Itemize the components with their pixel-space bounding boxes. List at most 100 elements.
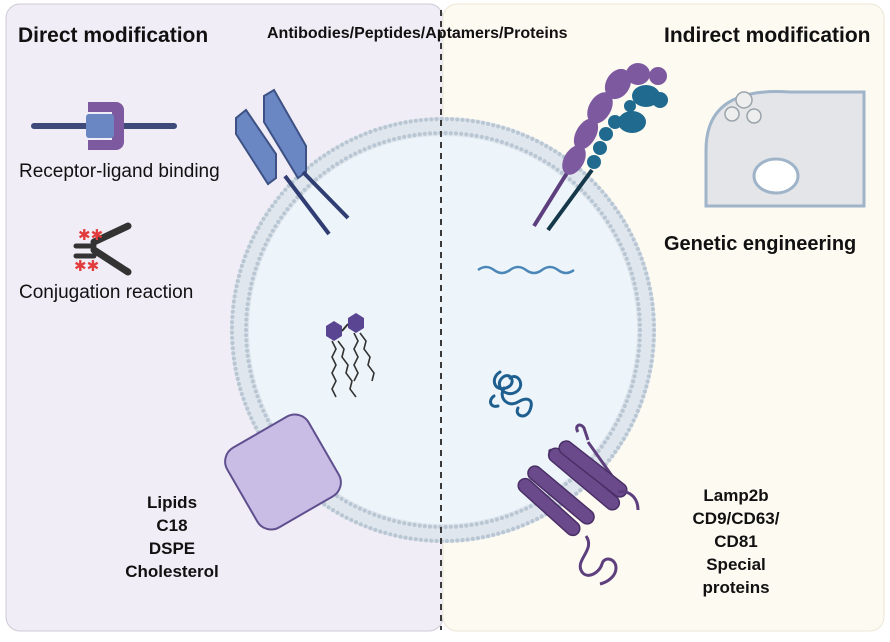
lipid-head [520,523,525,528]
lipid-head [339,159,344,164]
lipid-head [474,522,479,527]
lipid-head [245,249,250,254]
protein-list-item: CD9/CD63/ [692,509,780,528]
lipid-head [276,195,281,200]
lipid-head [641,394,646,399]
cell-icon [704,90,866,208]
lipid-head [533,153,538,159]
lipid-head [635,359,640,364]
lipid-head [397,135,402,140]
lipid-head [582,171,587,176]
lipid-head [314,177,319,182]
lipid-head [469,133,474,138]
lipid-head [632,374,637,379]
lipid-head [335,510,340,515]
lipid-head [613,206,618,211]
lipid-head [636,307,642,312]
lipid-head [514,145,519,150]
lipid-head [610,201,615,206]
lipid-head [629,271,634,276]
lipid-head [433,524,438,529]
lipid-head [515,525,521,530]
lipid-head [491,532,496,538]
lipid-head [232,361,237,366]
indirect-modification-title: Indirect modification [664,24,871,47]
lipid-head [544,143,549,149]
lipid-head [524,149,529,154]
lipid-head [605,436,610,441]
lipid-head [455,538,460,543]
lipid-head [398,534,403,539]
lipid-head [285,207,290,212]
lipid-head [273,224,278,229]
lipid-head [613,233,618,238]
lipid-head [444,116,449,122]
lipid-head [499,515,504,521]
lipid-head [559,170,564,175]
lipid-head [318,173,323,179]
lipid-head [484,520,489,525]
lipid-head [245,353,250,358]
lipid-head [230,320,235,325]
lipid-head [255,261,260,266]
lipid-head [465,118,470,123]
svg-text:✱✱: ✱✱ [74,257,99,275]
lipid-head [535,516,540,522]
lipid-head [255,394,260,399]
lipid-head [358,522,363,527]
lipid-head [551,164,556,169]
lipid-head [636,353,641,358]
lipid-head [571,180,576,185]
lipid-head [450,117,455,122]
lipid-head [616,210,621,215]
lipid-head [642,266,647,271]
lipid-head [417,132,422,137]
lipid-head [393,533,398,538]
lipid-head [563,481,568,487]
lipid-head [635,296,640,301]
lipid-head [229,325,235,330]
lipid-head [265,237,270,242]
antibody-icon [235,88,350,236]
lipid-head [247,244,252,249]
lipid-head [504,141,509,146]
lipid-head [443,524,448,530]
lipid-head [246,296,251,301]
lipid-head [519,508,524,513]
lipid-head [422,131,427,136]
lipid-head [450,538,455,543]
lipid-head [501,125,506,130]
lipid-head [265,418,270,423]
lipid-head [582,191,588,196]
lipid-head [443,130,448,136]
lipid-head [608,224,613,229]
lipid-head [494,517,499,522]
lipid-head [539,141,544,146]
lipid-head [283,187,288,192]
conjugation-label: Conjugation reaction [19,282,194,303]
lipid-head [650,353,655,358]
lipid-head [649,296,654,301]
lipid-head [645,276,650,281]
lipid-head [349,517,354,523]
lipid-head [368,129,373,134]
lipid-head [429,538,434,543]
lipid-head [259,251,264,257]
lipid-head [276,219,281,224]
lipid-head [474,133,479,138]
lipid-head [589,199,595,204]
lipid-head [475,119,480,124]
lipid-head [330,147,336,152]
lipid-head [651,327,657,333]
lipid-head [596,207,601,212]
lipid-head [593,203,598,208]
lipid-head [650,307,656,312]
lipid-head [453,524,459,529]
lipid-head [231,299,236,304]
lipid-head [636,302,641,307]
lipid-head [339,513,345,518]
lipid-head [330,508,336,513]
lipid-head [557,152,562,157]
lipid-head [616,445,621,450]
